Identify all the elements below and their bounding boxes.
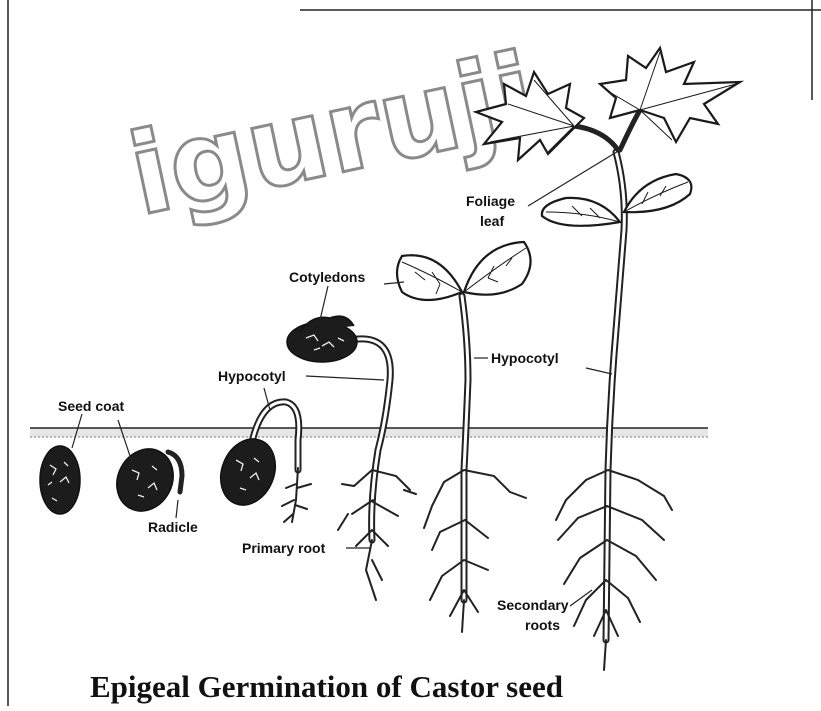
leader-hypocotyl-1b (306, 376, 384, 380)
label-hypocotyl-2: Hypocotyl (491, 350, 559, 366)
label-foliage-line1: Foliage (466, 193, 515, 209)
watermark-text: iguruji (119, 29, 547, 241)
label-cotyledons: Cotyledons (289, 269, 365, 285)
leader-seed-coat-2 (118, 420, 132, 462)
label-hypocotyl-1: Hypocotyl (218, 368, 286, 384)
leader-cotyledons (320, 286, 328, 320)
seed-stage-2 (106, 439, 184, 521)
label-primary-root: Primary root (242, 540, 326, 556)
leader-radicle (176, 500, 178, 518)
label-secondary-line1: Secondary (497, 597, 569, 613)
label-seed-coat: Seed coat (58, 398, 124, 414)
seedling-stage-3 (211, 402, 311, 522)
label-radicle: Radicle (148, 519, 198, 535)
seed-stage-1 (40, 446, 80, 514)
label-secondary-line2: roots (525, 617, 560, 633)
leader-hypocotyl-2b (586, 368, 612, 374)
label-foliage-line2: leaf (480, 213, 504, 229)
diagram-title: Epigeal Germination of Castor seed (90, 669, 563, 704)
seedling-stage-4 (287, 316, 416, 600)
